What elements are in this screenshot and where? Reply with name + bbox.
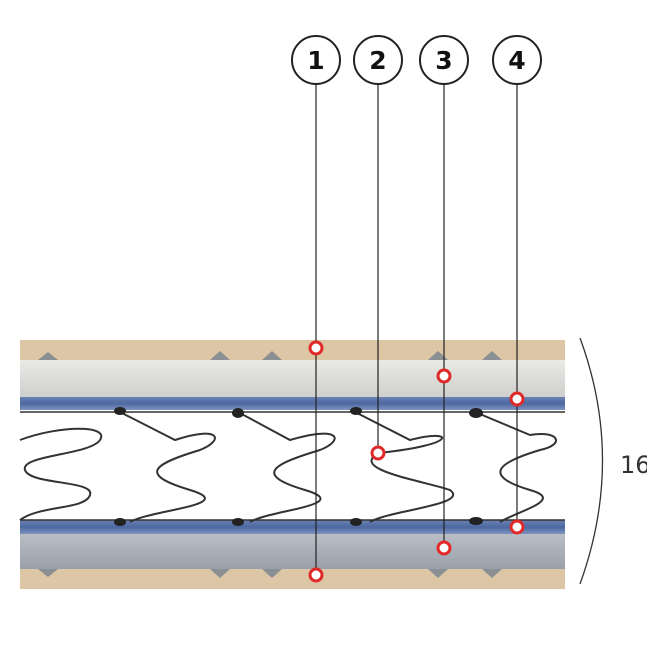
callout-label-4: 4 xyxy=(508,46,525,75)
spring-clips xyxy=(114,407,483,526)
marker-2 xyxy=(370,445,386,461)
callout-circle-4 xyxy=(492,35,542,85)
spring-area xyxy=(20,410,565,520)
marker-4-top xyxy=(509,391,525,407)
dimension-bracket xyxy=(579,337,604,585)
callout-circle-1 xyxy=(291,35,341,85)
callout-label-2: 2 xyxy=(369,46,386,75)
marker-3-top xyxy=(436,368,452,384)
spring-coils xyxy=(19,411,565,523)
marker-4-bottom xyxy=(509,519,525,535)
marker-3-bottom xyxy=(436,540,452,556)
dimension-label: 16 xyxy=(620,451,647,479)
top-blue-band xyxy=(20,397,565,410)
marker-1-top xyxy=(308,340,324,356)
callout-circle-2 xyxy=(353,35,403,85)
callout-circle-3 xyxy=(419,35,469,85)
marker-1-bottom xyxy=(308,567,324,583)
top-quilt-layer xyxy=(20,340,565,360)
callout-label-1: 1 xyxy=(307,46,324,75)
bottom-blue-band xyxy=(20,520,565,534)
markers xyxy=(308,340,525,583)
top-felt-layer xyxy=(20,360,565,397)
callout-label-3: 3 xyxy=(435,46,452,75)
bottom-felt-layer xyxy=(20,534,565,569)
bottom-quilt-layer xyxy=(20,569,565,589)
leader-lines xyxy=(315,84,518,575)
